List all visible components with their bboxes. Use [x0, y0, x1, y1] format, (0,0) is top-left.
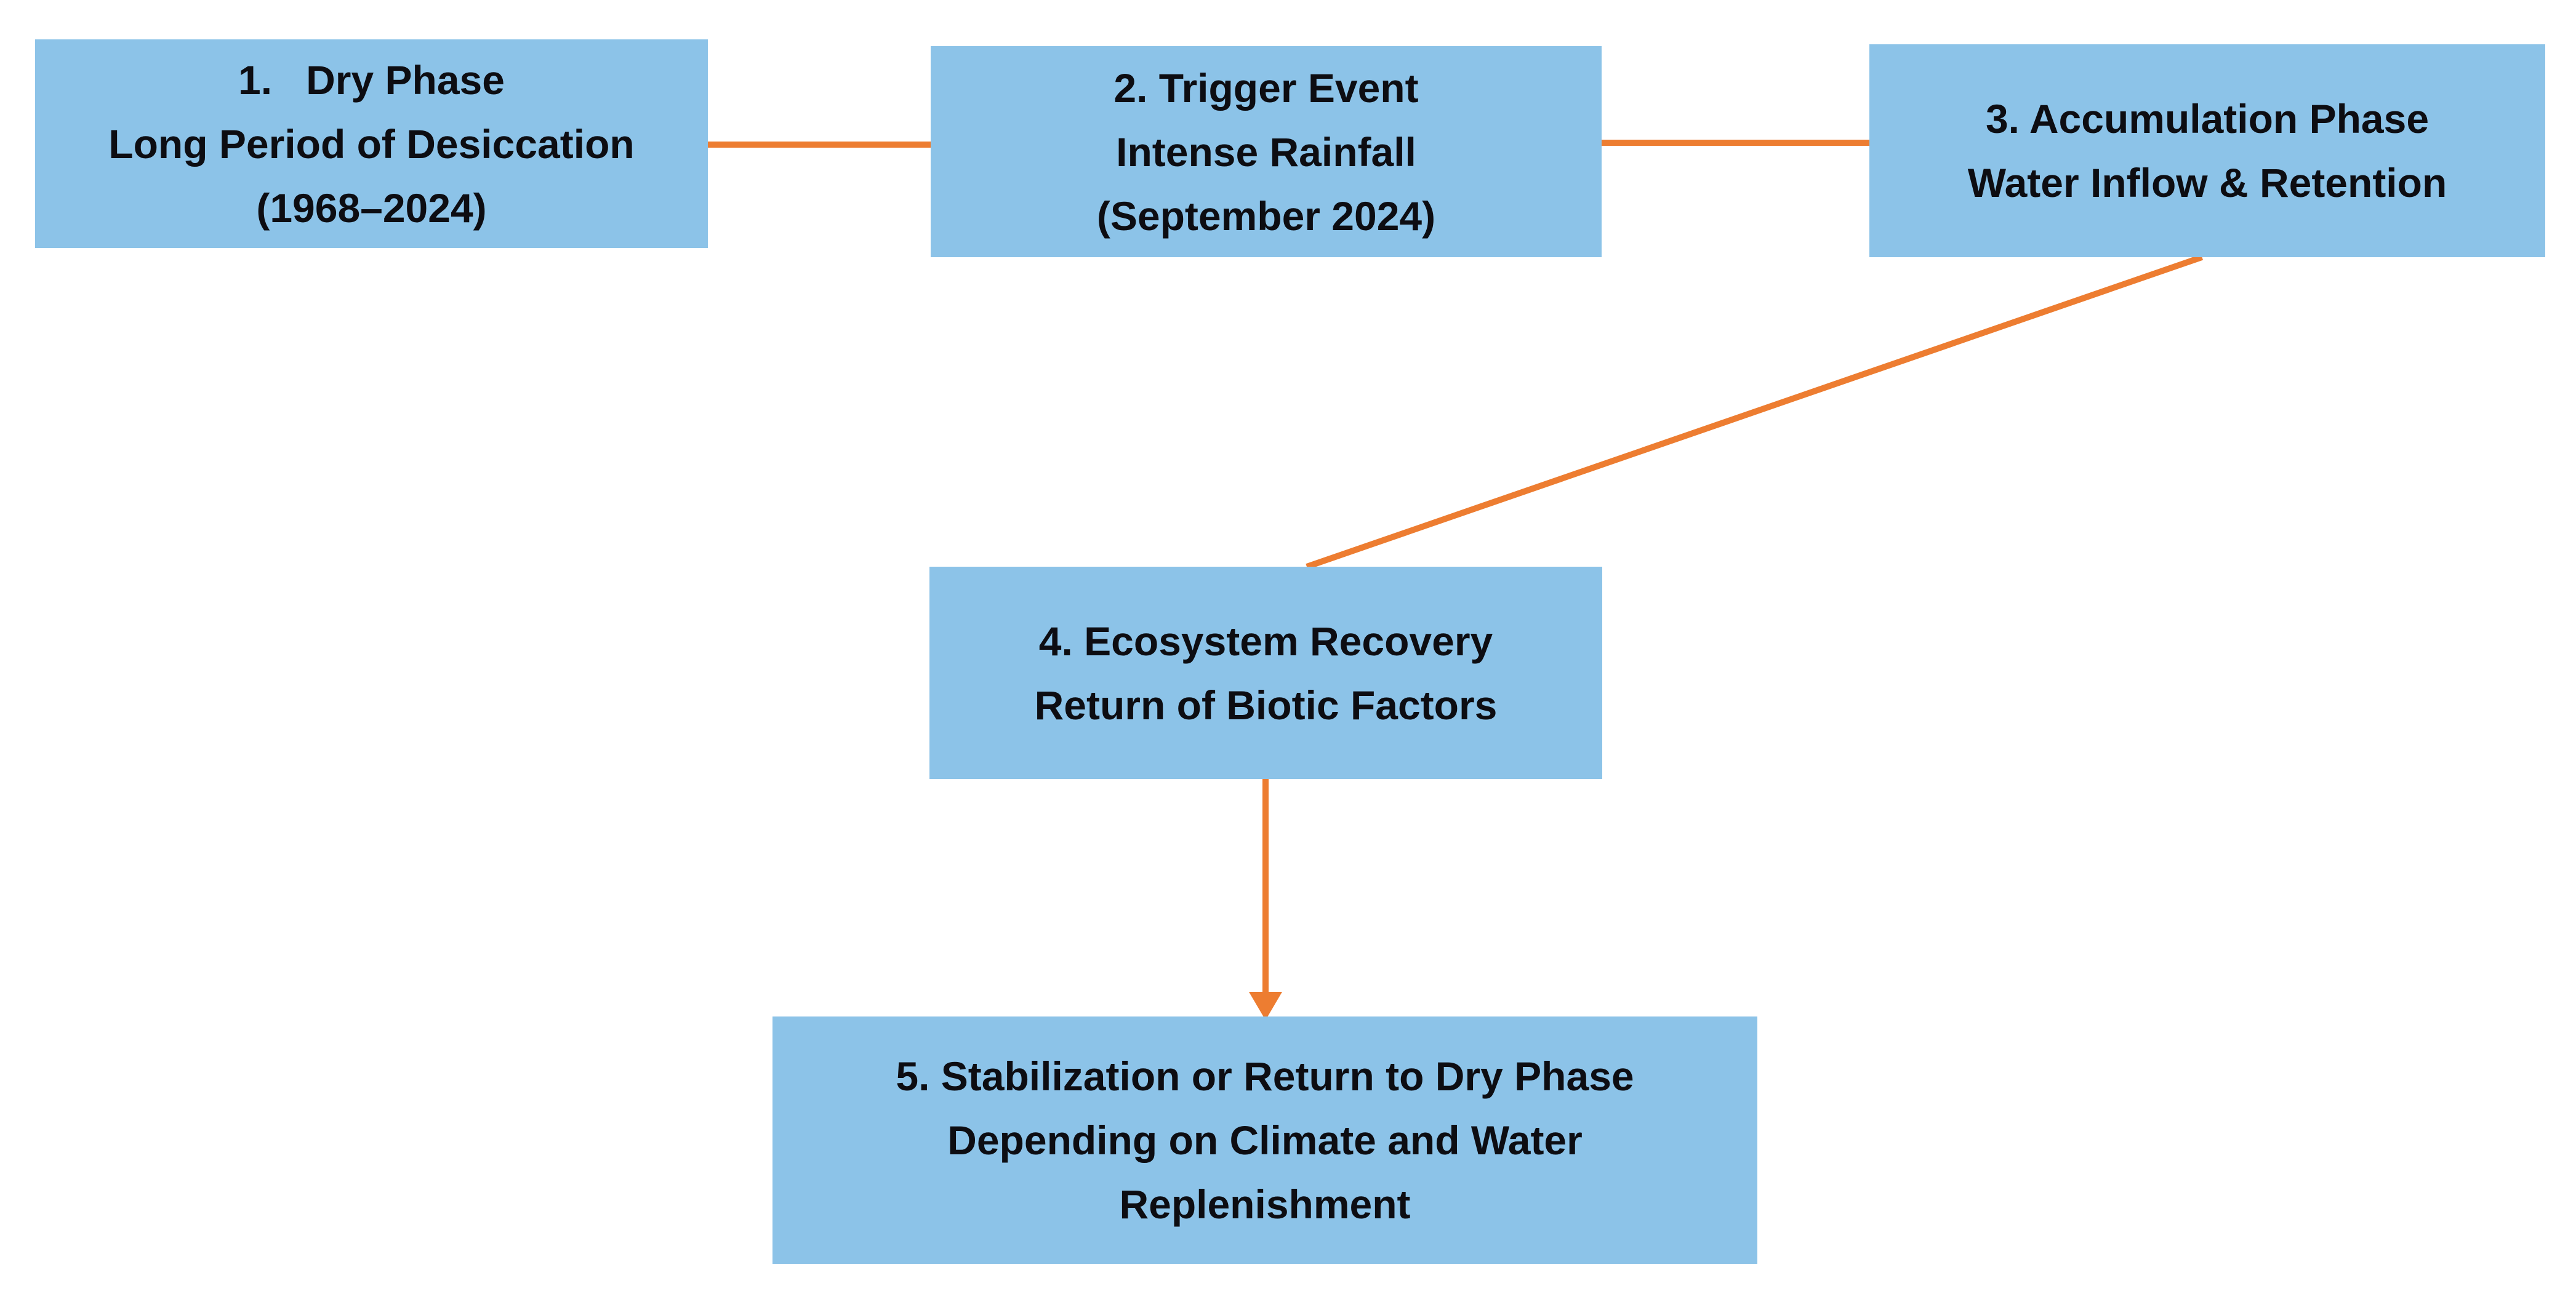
flow-node-ecosystem-recovery: 4. Ecosystem Recovery Return of Biotic F… [929, 567, 1602, 779]
node-line: Water Inflow & Retention [1967, 160, 2447, 206]
node-line: 5. Stabilization or Return to Dry Phase [896, 1053, 1634, 1099]
flow-node-trigger-event: 2. Trigger Event Intense Rainfall (Septe… [931, 46, 1602, 257]
node-line: Replenishment [1119, 1181, 1411, 1227]
flow-node-dry-phase: 1. Dry Phase Long Period of Desiccation … [35, 39, 708, 248]
node-line: (1968–2024) [256, 185, 487, 231]
connector-1-2 [705, 142, 934, 148]
node-line: Long Period of Desiccation [108, 121, 635, 167]
node-line: Intense Rainfall [1116, 129, 1416, 175]
node-line: 4. Ecosystem Recovery [1038, 618, 1493, 664]
node-line: 3. Accumulation Phase [1985, 96, 2430, 142]
flow-node-accumulation-phase: 3. Accumulation Phase Water Inflow & Ret… [1869, 44, 2545, 257]
node-line: Depending on Climate and Water [947, 1117, 1583, 1163]
connector-3-4 [1306, 254, 2204, 570]
node-line: 1. Dry Phase [238, 57, 505, 103]
connector-4-5-shaft [1262, 779, 1269, 996]
arrowhead-down-icon [1249, 992, 1282, 1020]
node-line: 2. Trigger Event [1113, 65, 1419, 111]
flow-node-stabilization: 5. Stabilization or Return to Dry Phase … [772, 1016, 1757, 1264]
node-line: (September 2024) [1096, 193, 1436, 239]
connector-2-3 [1599, 140, 1871, 146]
node-line: Return of Biotic Factors [1034, 682, 1498, 728]
